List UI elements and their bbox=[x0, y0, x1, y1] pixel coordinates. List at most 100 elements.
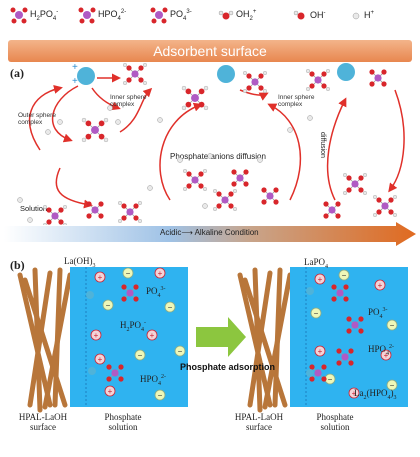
svg-text:+: + bbox=[72, 62, 78, 73]
panel-b-diagram bbox=[17, 267, 408, 413]
po4-label-right: PO43- bbox=[368, 307, 388, 320]
phosphate-molecule bbox=[261, 187, 279, 205]
charge-ion: + bbox=[314, 345, 326, 357]
svg-text:+: + bbox=[158, 269, 163, 278]
svg-text:+: + bbox=[98, 355, 103, 364]
la-atom-1 bbox=[77, 67, 95, 85]
phosphate-diffusion-label: Phosphate anions diffusion bbox=[170, 152, 266, 161]
hydrogen-atom bbox=[257, 157, 263, 163]
hydrogen-atom bbox=[27, 217, 33, 223]
hydrogen-atom bbox=[157, 117, 163, 123]
svg-text:+: + bbox=[318, 275, 323, 284]
left-fiber-bundle bbox=[17, 267, 73, 413]
svg-text:−: − bbox=[106, 301, 111, 310]
svg-text:+: + bbox=[318, 347, 323, 356]
adsorbent-surface-label: Adsorbent surface bbox=[153, 43, 267, 59]
svg-text:−: − bbox=[126, 269, 131, 278]
adsorbent-surface-bar: Adsorbent surface bbox=[8, 40, 412, 62]
svg-text:−: − bbox=[158, 391, 163, 400]
svg-text:+: + bbox=[150, 331, 155, 340]
po4-molecule-icon bbox=[150, 7, 168, 24]
hpo4-label-right: HPO42- bbox=[368, 344, 395, 357]
la-atom-3 bbox=[337, 63, 355, 81]
panel-a-label: (a) bbox=[10, 66, 24, 80]
legend-oh: OH- bbox=[292, 6, 326, 24]
hydrogen-atom bbox=[207, 153, 213, 159]
charge-ion: − bbox=[310, 307, 322, 319]
outer-sphere-label: Outer sphere complex bbox=[18, 112, 56, 126]
la-oh3-label: La(OH)3 bbox=[64, 256, 96, 269]
phosphate-molecule bbox=[346, 316, 364, 334]
hydrogen-atom bbox=[177, 157, 183, 163]
h2po4-molecule-icon bbox=[10, 7, 28, 24]
charge-ion: + bbox=[94, 353, 106, 365]
phosphate-molecule bbox=[331, 284, 349, 302]
phosphate-molecule bbox=[121, 284, 139, 302]
phosphate-molecule bbox=[106, 364, 124, 382]
oh-molecule-icon bbox=[293, 10, 305, 20]
lanthanum-site bbox=[306, 369, 314, 377]
process-arrow bbox=[196, 317, 246, 357]
charge-ion: + bbox=[348, 387, 360, 399]
svg-text:+: + bbox=[378, 281, 383, 290]
hydrogen-atom bbox=[202, 203, 208, 209]
charge-ion: − bbox=[102, 299, 114, 311]
legend-oh2-label: OH2+ bbox=[236, 8, 257, 22]
phosphate-adsorption-label: Phosphate adsorption bbox=[180, 362, 276, 372]
hpo4-label-left: HPO42- bbox=[140, 374, 167, 387]
charge-ion: + bbox=[90, 329, 102, 341]
charge-ion: + bbox=[94, 271, 106, 283]
hydrogen-atom bbox=[307, 115, 313, 121]
phosphate-molecule bbox=[86, 201, 104, 219]
phosphate-molecule bbox=[43, 204, 68, 225]
svg-text:−: − bbox=[390, 381, 395, 390]
phosphate-molecule bbox=[182, 168, 207, 191]
legend-po4-label: PO43- bbox=[170, 8, 192, 22]
la2-hpo4-3-label: La2(HPO4)3 bbox=[354, 388, 397, 401]
phosphate-molecule bbox=[181, 85, 209, 111]
svg-text:+: + bbox=[384, 351, 389, 360]
hydrogen-atom bbox=[45, 129, 51, 135]
lanthanum-site bbox=[88, 367, 96, 375]
lanthanum-site bbox=[306, 287, 314, 295]
charge-ion: − bbox=[122, 267, 134, 279]
hpo4-molecule-icon bbox=[78, 7, 96, 24]
panel-a-diagram: + + bbox=[29, 62, 405, 209]
phosphate-molecule bbox=[212, 188, 237, 211]
svg-text:−: − bbox=[178, 347, 183, 356]
charge-ion: − bbox=[164, 301, 176, 313]
phosphate-molecule bbox=[81, 117, 109, 143]
hydrogen-atom bbox=[57, 119, 63, 125]
lapo4-label: LaPO4 bbox=[304, 257, 328, 270]
panel-b-ions: +−+−−++−+−+−+−+−−++−+− bbox=[86, 267, 398, 401]
la-atom-2 bbox=[217, 65, 235, 83]
charge-ion: + bbox=[154, 267, 166, 279]
charge-ion: + bbox=[374, 279, 386, 291]
legend-oh-label: OH- bbox=[310, 10, 326, 20]
h2po4-label: H2PO4- bbox=[120, 320, 147, 333]
charge-ion: + bbox=[104, 385, 116, 397]
hydrogen-atom bbox=[107, 105, 113, 111]
lanthanum-site bbox=[86, 291, 94, 299]
condition-gradient-arrow bbox=[4, 222, 416, 246]
svg-text:−: − bbox=[168, 303, 173, 312]
charge-ion: + bbox=[314, 273, 326, 285]
svg-text:+: + bbox=[98, 273, 103, 282]
hydrogen-ion-icon bbox=[352, 12, 360, 20]
charge-ion: − bbox=[386, 379, 398, 391]
phosphate-molecule bbox=[309, 364, 327, 382]
oh2-molecule-icon bbox=[218, 10, 234, 20]
hydrogen-atom bbox=[115, 119, 121, 125]
panel-a-molecules bbox=[17, 63, 398, 225]
panel-b-label: (b) bbox=[10, 258, 25, 272]
charge-ion: + bbox=[380, 349, 392, 361]
svg-text:−: − bbox=[314, 309, 319, 318]
phosphate-molecule bbox=[336, 348, 354, 366]
legend-oh2: OH2+ bbox=[218, 6, 256, 24]
phosphate-molecule bbox=[117, 200, 142, 223]
legend-h-label: H+ bbox=[364, 10, 375, 20]
svg-text:+: + bbox=[72, 76, 78, 87]
